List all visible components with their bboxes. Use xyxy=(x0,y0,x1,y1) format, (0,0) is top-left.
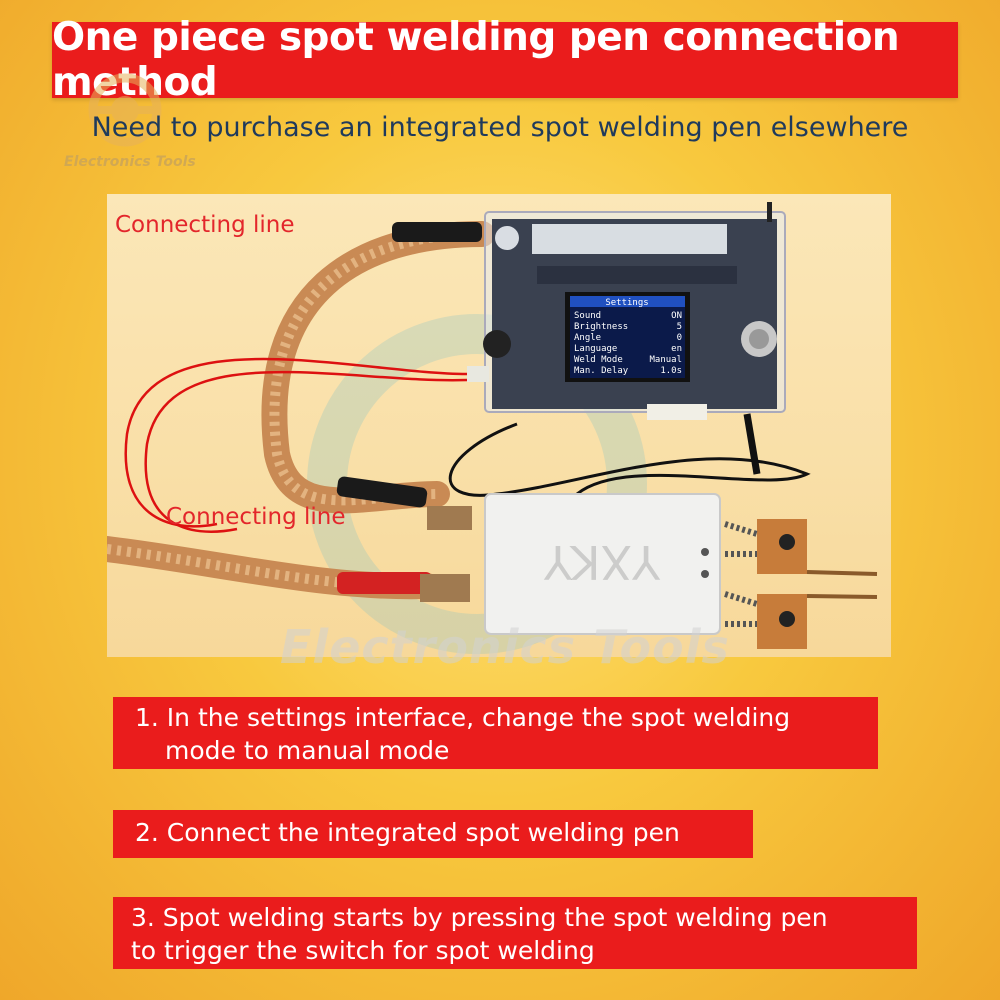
logo-text: Electronics Tools xyxy=(64,154,196,170)
step-2-line-1: 2. Connect the integrated spot welding p… xyxy=(135,818,680,847)
step-3: 3. Spot welding starts by pressing the s… xyxy=(113,897,917,969)
brand-logo-icon xyxy=(88,73,162,147)
step-2: 2. Connect the integrated spot welding p… xyxy=(113,810,753,858)
step-1-line-2: mode to manual mode xyxy=(165,736,450,765)
title-banner: One piece spot welding pen connection me… xyxy=(52,15,958,105)
screen-row-name: Brightness xyxy=(574,322,628,332)
connecting-line-label-bottom: Connecting line xyxy=(166,504,346,530)
copper-cable-top xyxy=(261,221,495,514)
screen-row-name: Language xyxy=(574,344,617,354)
screen-row-value: 0 xyxy=(677,333,682,343)
pen-brand: YXKY xyxy=(543,535,661,589)
step-3-line-1: 3. Spot welding starts by pressing the s… xyxy=(131,903,828,932)
screen-row-value: 5 xyxy=(677,322,682,332)
screen-row-name: Sound xyxy=(574,311,601,321)
step-3-line-2: to trigger the switch for spot welding xyxy=(131,936,595,965)
screen-row-name: Angle xyxy=(574,333,601,343)
welding-pen xyxy=(420,493,878,649)
settings-screen xyxy=(565,292,690,382)
screen-row-name: Man. Delay xyxy=(574,366,629,376)
subtitle: Need to purchase an integrated spot weld… xyxy=(91,112,909,143)
screen-row-name: Weld Mode xyxy=(574,355,623,365)
step-1: 1. In the settings interface, change the… xyxy=(113,697,878,769)
screen-row-value: ON xyxy=(671,311,682,321)
screen-title: Settings xyxy=(605,298,648,308)
screen-row-value: 1.0s xyxy=(660,366,682,376)
screen-row-value: en xyxy=(671,344,682,354)
screen-row-value: Manual xyxy=(649,355,682,365)
connecting-line-label-top: Connecting line xyxy=(115,212,295,238)
watermark: Electronics Tools xyxy=(280,620,730,674)
step-1-line-1: 1. In the settings interface, change the… xyxy=(135,703,791,732)
page-title: One piece spot welding pen connection me… xyxy=(52,15,900,105)
